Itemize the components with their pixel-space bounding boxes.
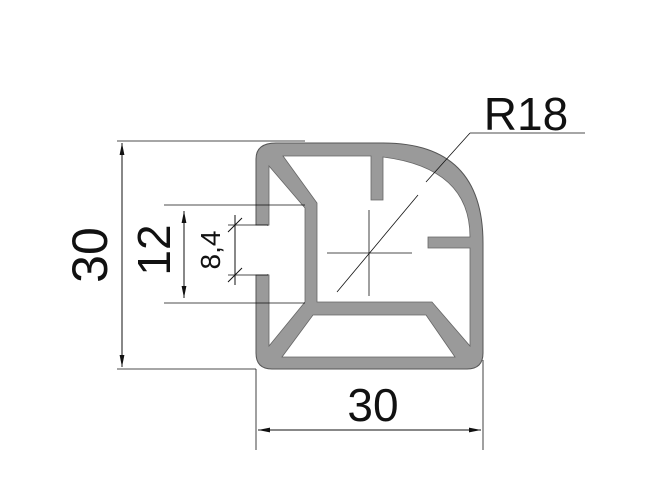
main-cavity — [282, 155, 471, 348]
radius-label: R18 — [484, 88, 568, 140]
extension-lines — [117, 140, 484, 450]
slot-inner-label: 8,4 — [195, 231, 226, 270]
aluminium-profile — [255, 142, 484, 370]
slot-opening — [255, 226, 270, 274]
dimension-lines — [119, 143, 481, 433]
slot-outer-label: 12 — [128, 224, 180, 275]
height-label: 30 — [62, 227, 118, 283]
width-label: 30 — [347, 379, 398, 431]
centerlines — [327, 132, 585, 296]
bottom-cavity — [281, 314, 456, 358]
left-cavity — [267, 164, 306, 348]
